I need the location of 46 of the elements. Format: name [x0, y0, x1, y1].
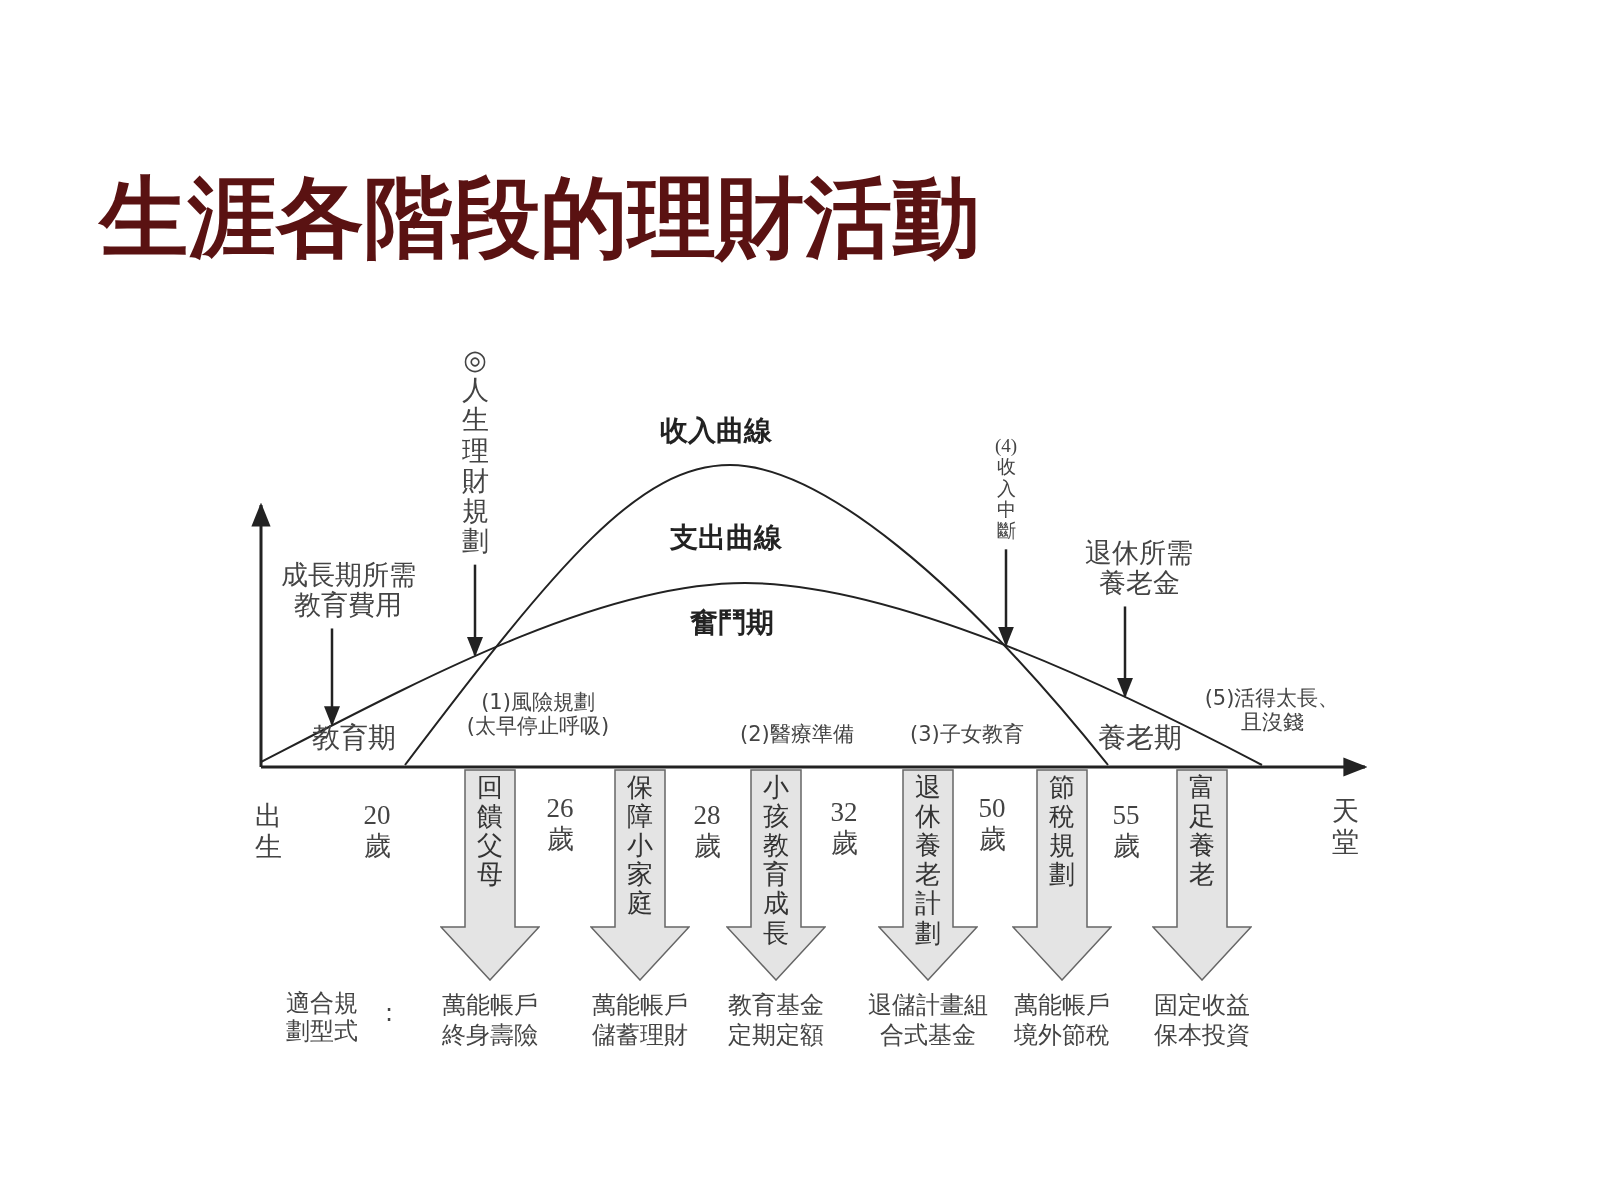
age-label: 55歲: [1111, 800, 1141, 863]
arrow: [324, 628, 340, 727]
product-text: 萬能帳戶境外節稅: [1013, 990, 1111, 1050]
age-label: 20歲: [362, 800, 392, 863]
vertical-label: 回饋父母: [476, 773, 504, 890]
product-text: 固定收益保本投資: [1153, 990, 1251, 1050]
risk-note: (1)風險規劃(太早停止呼吸): [465, 690, 611, 739]
vertical-label: 退休養老計劃: [914, 773, 942, 948]
stage-panel: [1012, 769, 1112, 981]
axis-label: 出生: [253, 800, 283, 863]
stage-panel: [590, 769, 690, 981]
risk-note: (5)活得太長、且沒錢: [1203, 686, 1341, 735]
row-heading: 適合規劃型式: [285, 990, 359, 1046]
risk-note: (2)醫療準備: [740, 722, 854, 747]
arrow: [1117, 606, 1133, 698]
stage-label: 養老期: [1098, 722, 1182, 755]
arrow: [998, 549, 1014, 647]
vertical-note: (4)收入中斷: [992, 435, 1020, 542]
stage-label: 奮鬥期: [690, 607, 774, 640]
product-text: 萬能帳戶終身壽險: [441, 990, 539, 1050]
stage-panel: [878, 769, 978, 981]
colon-mark: :: [385, 1000, 394, 1028]
vertical-label: 保障小家庭: [626, 773, 654, 919]
age-label: 50歲: [977, 793, 1007, 856]
product-text: 退儲計畫組合式基金: [867, 990, 989, 1050]
vertical-label: 節稅規劃: [1048, 773, 1076, 890]
age-label: 28歲: [692, 800, 722, 863]
arrow: [467, 564, 483, 657]
risk-note: (3)子女教育: [910, 722, 1024, 747]
product-text: 萬能帳戶儲蓄理財: [591, 990, 689, 1050]
title: 生涯各階段的理財活動: [100, 170, 980, 267]
vertical-label: 小孩教育成長: [762, 773, 790, 948]
vertical-label: 富足養老: [1188, 773, 1216, 890]
age-label: 26歲: [545, 793, 575, 856]
vertical-note: ◎人生理財規劃: [460, 345, 490, 557]
stage-panel: [440, 769, 540, 981]
annotation-text: 退休所需養老金: [1074, 538, 1204, 599]
axis-label: 天堂: [1330, 795, 1360, 858]
stage-label: 教育期: [312, 722, 396, 755]
stage-panel: [1152, 769, 1252, 981]
stage-panel: [726, 769, 826, 981]
age-label: 32歲: [829, 797, 859, 860]
product-text: 教育基金定期定額: [727, 990, 825, 1050]
annotation-text: 成長期所需教育費用: [268, 560, 428, 621]
curve-label: 收入曲線: [660, 415, 772, 448]
curve-label: 支出曲線: [670, 522, 782, 555]
